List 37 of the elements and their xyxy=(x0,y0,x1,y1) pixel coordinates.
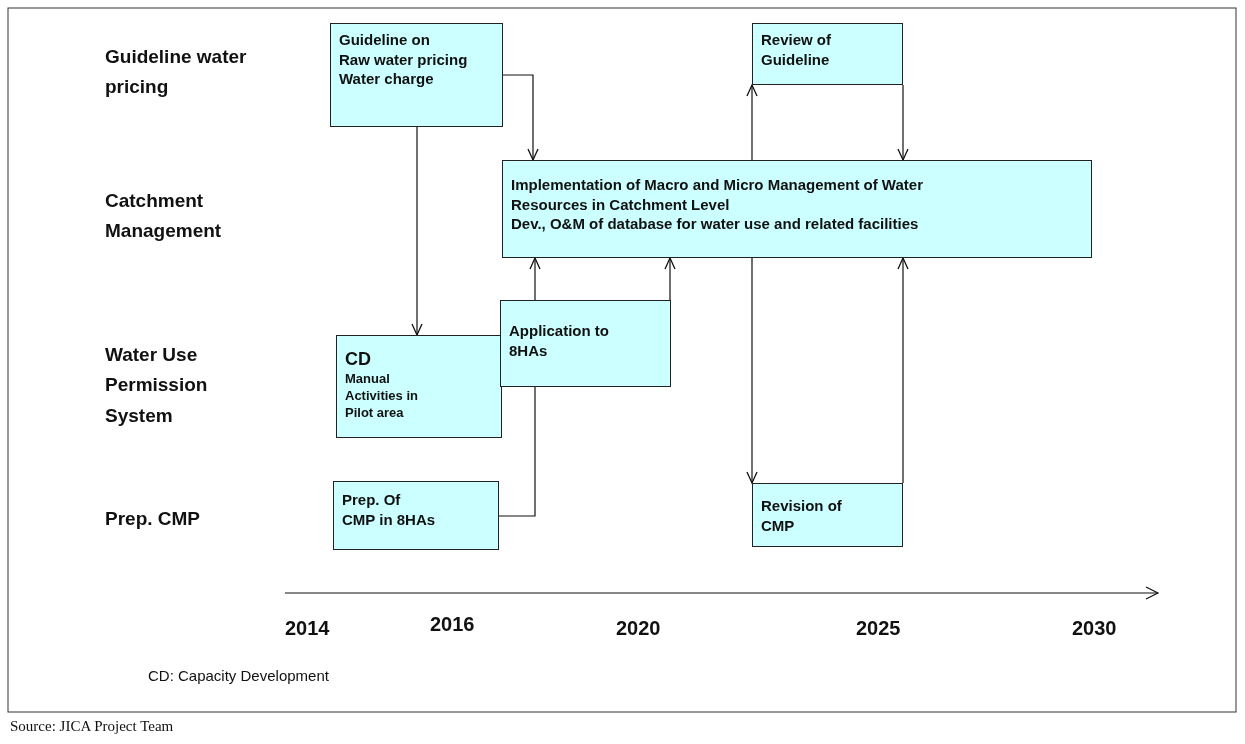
box-text: Guideline on xyxy=(339,30,430,50)
footnote: CD: Capacity Development xyxy=(148,666,329,686)
arrow xyxy=(746,257,758,484)
process-box xyxy=(502,160,1092,258)
row-label: Prep. CMP xyxy=(105,507,201,531)
source-note: Source: JICA Project Team xyxy=(10,718,174,735)
box-text: Application to 8HAs xyxy=(509,321,609,360)
row-label: Catchment Management xyxy=(105,189,223,244)
row-label: Water Use Permission System xyxy=(105,343,209,428)
row-label: Guideline water pricing xyxy=(105,45,248,100)
year-label: 2030 xyxy=(1072,616,1117,641)
process-box xyxy=(500,300,671,387)
process-box xyxy=(330,23,503,127)
year-label: 2020 xyxy=(616,616,661,641)
year-label: 2025 xyxy=(856,616,901,641)
box-text: Dev., O&M of database for water use and related facilities xyxy=(511,214,919,234)
process-box xyxy=(336,335,502,438)
box-text: Implementation of Macro and Micro Management of Water Resources in Catchment Level xyxy=(511,175,924,214)
arrow xyxy=(897,257,909,484)
arrow xyxy=(746,84,758,161)
box-text: Prep. Of CMP in 8HAs xyxy=(342,490,437,529)
process-box xyxy=(333,481,499,550)
year-label: 2014 xyxy=(285,616,330,641)
arrow xyxy=(502,74,539,161)
box-text: Revision of CMP xyxy=(761,496,843,535)
arrow xyxy=(664,257,676,301)
arrow xyxy=(411,126,423,336)
box-text: Water charge xyxy=(339,69,434,89)
arrow xyxy=(529,257,541,301)
arrow xyxy=(897,84,909,161)
process-box xyxy=(752,483,903,547)
box-text: Manual Activities in Pilot area xyxy=(345,371,419,423)
box-text: Raw water pricing xyxy=(339,49,468,69)
year-label: 2016 xyxy=(430,612,475,637)
box-text: Review of Guideline xyxy=(761,30,833,69)
box-text: CD xyxy=(345,348,371,371)
process-box xyxy=(752,23,903,85)
